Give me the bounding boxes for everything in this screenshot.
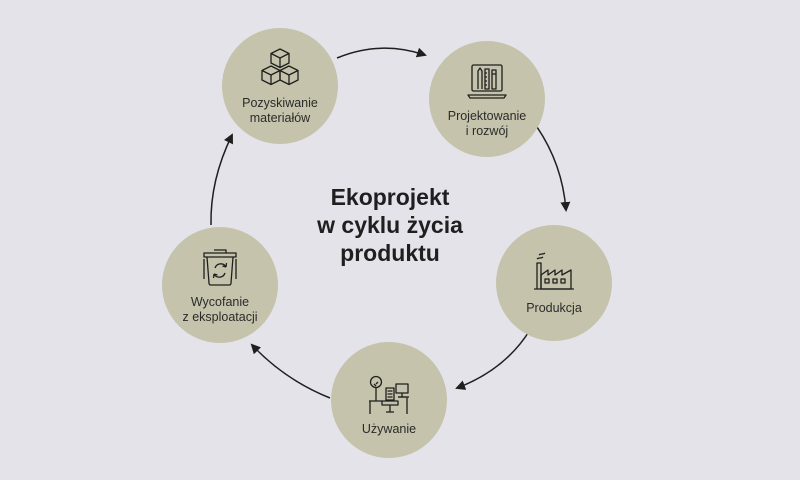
stage-label: Wycofanie z eksploatacji <box>182 295 258 324</box>
arrow-3-to-4 <box>455 329 531 390</box>
factory-icon <box>534 251 574 290</box>
recycle-bin-icon <box>203 249 237 286</box>
arrow-4-to-5 <box>250 343 331 399</box>
diagram-title: Ekoprojekt w cyklu życia produktu <box>317 184 463 266</box>
stage-usage: Używanie <box>331 342 447 458</box>
stage-label: Używanie <box>361 421 417 436</box>
stage-label: Pozyskiwanie materiałów <box>242 96 318 125</box>
stage-design-development: Projektowanie i rozwój <box>429 41 545 157</box>
arrow-2-to-3 <box>531 119 571 212</box>
boxes-icon <box>261 48 299 86</box>
design-tools-icon <box>467 64 507 99</box>
arrow-5-to-1 <box>210 133 233 226</box>
stage-decommissioning: Wycofanie z eksploatacji <box>162 227 278 343</box>
stage-label: Produkcja <box>526 300 582 315</box>
arrow-1-to-2 <box>336 47 427 59</box>
stage-production: Produkcja <box>496 225 612 341</box>
desk-workspace-icon <box>369 375 409 414</box>
stage-material-sourcing: Pozyskiwanie materiałów <box>222 28 338 144</box>
stage-label: Projektowanie i rozwój <box>447 109 527 138</box>
